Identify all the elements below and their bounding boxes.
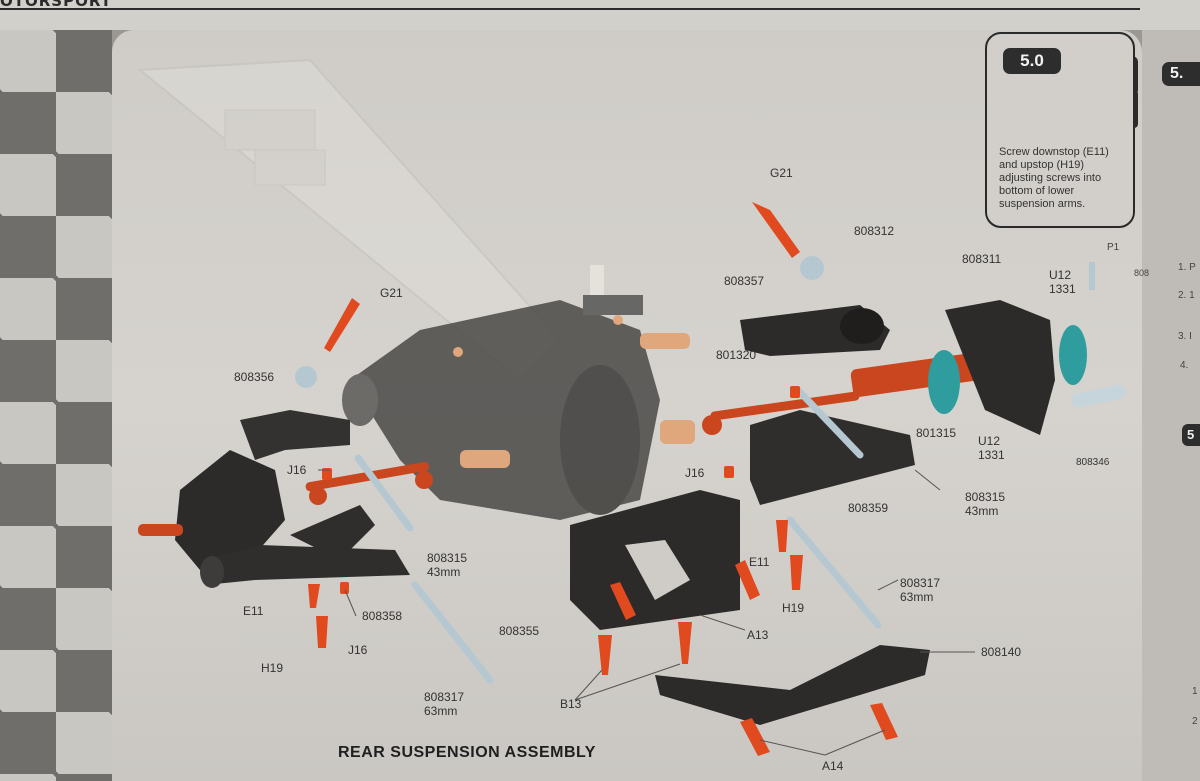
callout-808359: 808359 [848, 501, 889, 515]
callout-808358: 808358 [362, 609, 403, 623]
edge-badge: 5 [1182, 424, 1200, 446]
right-bearing-inner [928, 350, 960, 414]
edge-p1: P1 [1107, 242, 1120, 253]
right-axle [850, 352, 982, 397]
left-screws [308, 298, 360, 648]
chassis-plate-ghost [137, 58, 562, 382]
callout-g21-right: G21 [770, 166, 793, 180]
left-ball-stud [295, 366, 317, 388]
leader-lines [318, 469, 975, 756]
checkered-margin [0, 30, 112, 781]
callout-j16-left: J16 [287, 463, 307, 477]
callout-a13: A13 [747, 628, 769, 642]
diagram-caption: REAR SUSPENSION ASSEMBLY [338, 744, 596, 761]
right-hinge-pin-long [786, 516, 882, 629]
left-lower-arm [200, 505, 410, 588]
right-ball-stud [800, 256, 824, 280]
right-lower-arm [750, 410, 915, 505]
edge-item-3: 3. I [1178, 331, 1192, 342]
callout-j16-mid: J16 [685, 466, 705, 480]
callout-e11-left: E11 [243, 604, 264, 618]
left-turnbuckle [305, 461, 430, 492]
edge-code: 808 [1134, 268, 1150, 278]
edge-item-2: 2. 1 [1178, 290, 1195, 301]
step-note: Screw downstop (E11) and upstop (H19) ad… [999, 146, 1109, 210]
callout-e11-right: E11 [749, 555, 770, 569]
callout-801320: 801320 [716, 348, 757, 362]
left-hinge-pin-long [411, 581, 494, 684]
callout-808311: 808311 [962, 252, 1002, 266]
right-dog-bone [1071, 384, 1126, 408]
right-bearing-outer [1059, 325, 1087, 385]
callout-j16-bottom: J16 [348, 643, 368, 657]
callout-g21-left: G21 [380, 286, 403, 300]
header-rule [0, 8, 1140, 10]
right-turnbuckle [710, 391, 860, 421]
edge-item-4: 4. [1180, 360, 1189, 371]
edge-bottom-1: 1 [1192, 686, 1198, 697]
callout-801315: 801315 [916, 426, 957, 440]
callout-808315-right: 808315 43mm [965, 490, 1006, 518]
edge-item-1: 1. P [1178, 262, 1196, 273]
callout-a14: A14 [822, 759, 844, 773]
callout-u12-bottom: U12 1331 [978, 434, 1005, 462]
edge-bottom-2: 2 [1192, 716, 1198, 727]
step-badge: 5.0 [1003, 48, 1061, 74]
callout-808317-left: 808317 63mm [424, 690, 465, 718]
callout-808356: 808356 [234, 370, 275, 384]
step-box: 5.0 Screw downstop (E11) and upstop (H19… [985, 32, 1135, 228]
rear-brace [655, 645, 930, 725]
callout-h19-right: H19 [782, 601, 805, 615]
callout-808346: 808346 [1076, 457, 1110, 468]
next-step-badge: 5. [1162, 62, 1200, 86]
callout-808317-right: 808317 63mm [900, 576, 941, 604]
callout-808357: 808357 [724, 274, 765, 288]
adjacent-page [1142, 30, 1200, 781]
page-header: OTORSPORT [0, 0, 1200, 30]
callout-808140: 808140 [981, 645, 1022, 659]
right-hinge-pin-short [794, 386, 864, 459]
left-upright [138, 410, 350, 570]
callout-b13: B13 [560, 697, 582, 711]
left-hinge-pin-short [354, 454, 414, 532]
brand-text: OTORSPORT [0, 0, 112, 10]
right-screws [598, 202, 898, 756]
callout-h19-left: H19 [261, 661, 284, 675]
callout-808355: 808355 [499, 624, 540, 638]
callout-u12-top: U12 1331 [1049, 268, 1076, 296]
callout-808315-left: 808315 43mm [427, 551, 468, 579]
right-upright [945, 300, 1055, 435]
callout-808312: 808312 [854, 224, 895, 238]
